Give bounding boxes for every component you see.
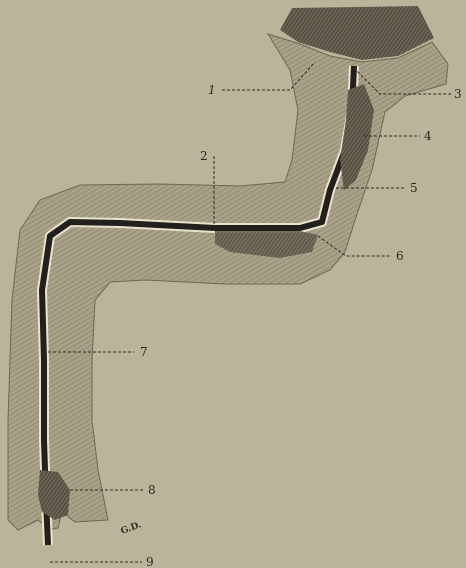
label-1: 1 [208,83,216,97]
label-3: 3 [454,87,462,101]
label-8: 8 [148,483,156,497]
label-6: 6 [396,249,404,263]
label-2: 2 [200,149,208,163]
duct-outer-wall [8,34,448,530]
label-4: 4 [424,129,432,143]
label-9: 9 [146,555,154,568]
artist-signature: G.D. [120,520,143,537]
label-5: 5 [410,181,418,195]
label-7: 7 [140,345,148,359]
